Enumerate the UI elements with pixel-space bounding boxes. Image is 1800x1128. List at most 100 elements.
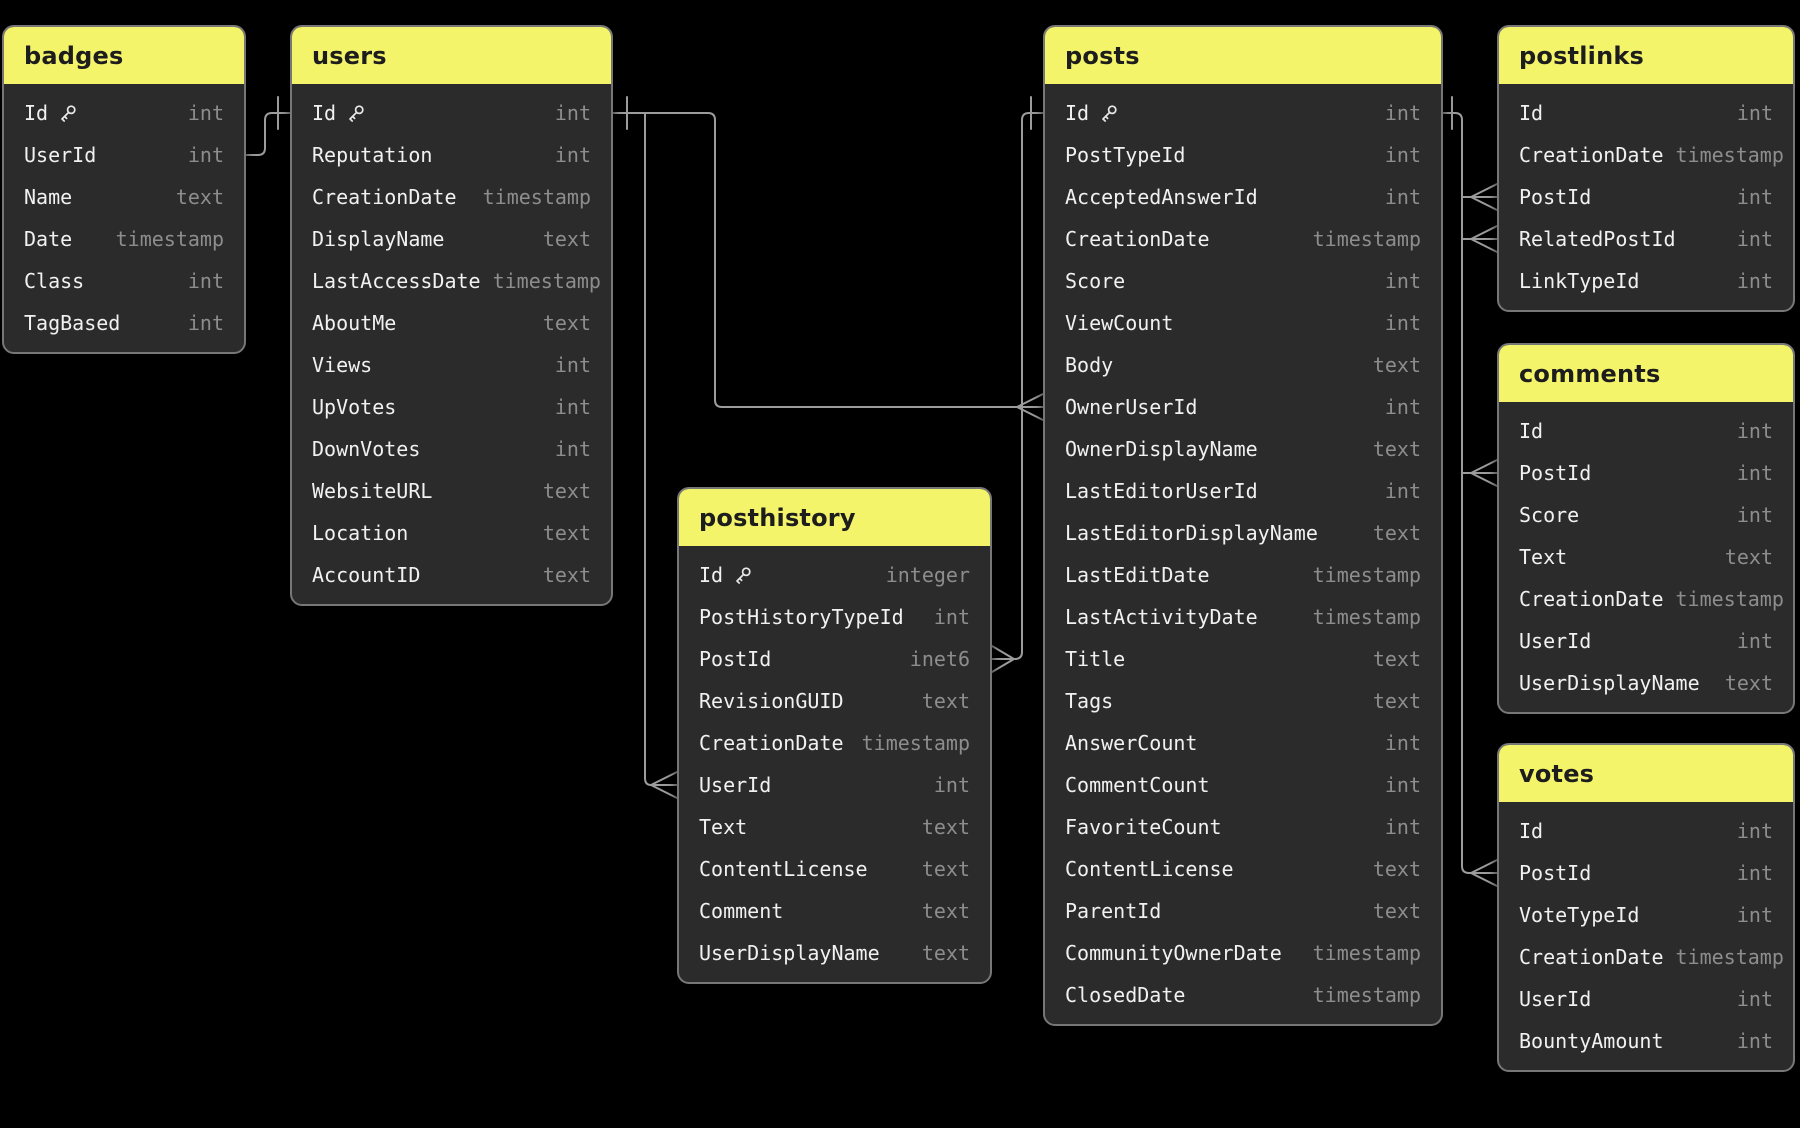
table-header-badges[interactable]: badges — [4, 27, 244, 84]
field-type: text — [1372, 689, 1421, 713]
table-header-posts[interactable]: posts — [1045, 27, 1441, 84]
field-type: int — [1736, 861, 1773, 885]
field-name-wrap: Text — [1519, 545, 1567, 569]
field-name: UserId — [24, 143, 97, 167]
field-name-wrap: PostId — [1519, 185, 1591, 209]
field-name-wrap: CreationDate — [1065, 227, 1210, 251]
field-name: Class — [24, 269, 85, 293]
table-header-users[interactable]: users — [292, 27, 611, 84]
table-header-posthistory[interactable]: posthistory — [679, 489, 990, 546]
table-header-comments[interactable]: comments — [1499, 345, 1793, 402]
table-header-postlinks[interactable]: postlinks — [1499, 27, 1793, 84]
field-name: AccountID — [312, 563, 421, 587]
field-type: int — [1736, 227, 1773, 251]
field-name: CreationDate — [1065, 227, 1210, 251]
field-type: text — [175, 185, 224, 209]
field-name: Location — [312, 521, 409, 545]
field-name-wrap: VoteTypeId — [1519, 903, 1639, 927]
field-name: UserId — [699, 773, 772, 797]
primary-key-icon — [736, 567, 751, 584]
relationship-line — [1442, 112, 1472, 874]
field-name: CreationDate — [699, 731, 844, 755]
table-header-votes[interactable]: votes — [1499, 745, 1793, 802]
